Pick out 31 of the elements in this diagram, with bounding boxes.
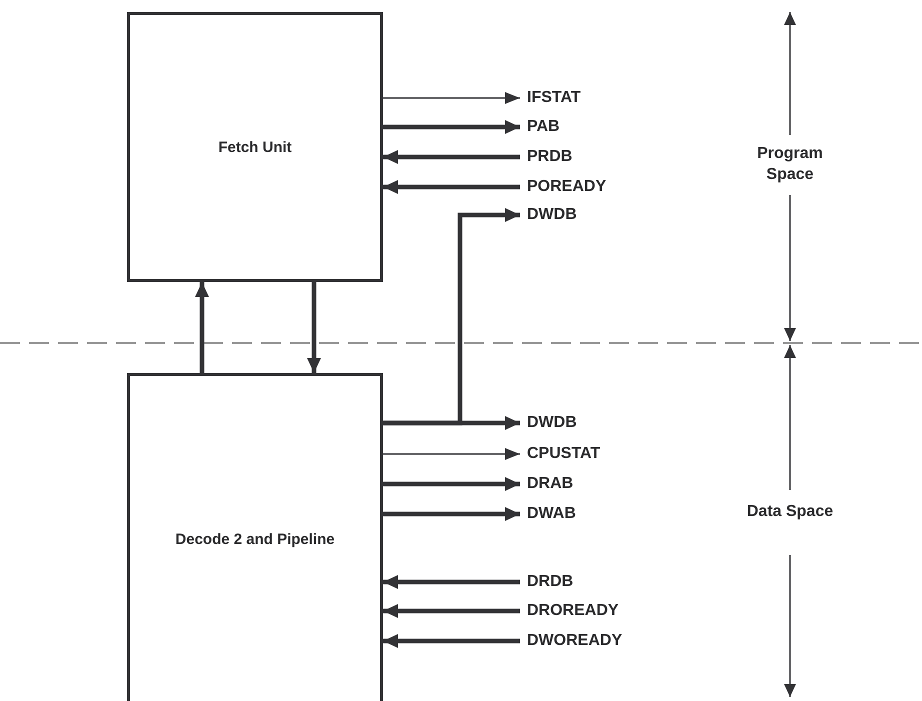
unit-box — [127, 373, 383, 701]
arrow — [383, 507, 520, 521]
arrow — [383, 416, 520, 430]
unit-name: Decode 2 and Pipeline — [175, 531, 335, 548]
signal-label: DWOREADY — [527, 631, 622, 651]
arrow — [383, 575, 520, 589]
arrow — [383, 448, 520, 460]
signal-label: DRDB — [527, 572, 574, 592]
arrow — [383, 92, 520, 104]
arrow — [307, 282, 321, 373]
arrow — [383, 180, 520, 194]
signal-label: DWDB — [527, 205, 577, 225]
arrow — [383, 477, 520, 491]
unit-name: Fetch Unit — [218, 138, 292, 156]
signal-label: POREADY — [527, 177, 606, 197]
signal-label: DWDB — [527, 413, 577, 433]
arrow — [383, 604, 520, 618]
signal-label: CPUSTAT — [527, 444, 600, 464]
region-label: Data Space — [746, 502, 834, 522]
signal-label: PRDB — [527, 147, 572, 167]
region-label: Program Space — [756, 144, 824, 185]
arrow — [195, 282, 209, 373]
arrow — [383, 120, 520, 134]
signal-label: DROREADY — [527, 601, 619, 621]
arrow — [383, 150, 520, 164]
signal-label: PAB — [527, 117, 560, 137]
signal-label: DRAB — [527, 474, 574, 494]
arrow — [383, 634, 520, 648]
signal-label: DWAB — [527, 504, 576, 524]
signal-label: IFSTAT — [527, 88, 581, 108]
unit-box — [127, 12, 383, 282]
